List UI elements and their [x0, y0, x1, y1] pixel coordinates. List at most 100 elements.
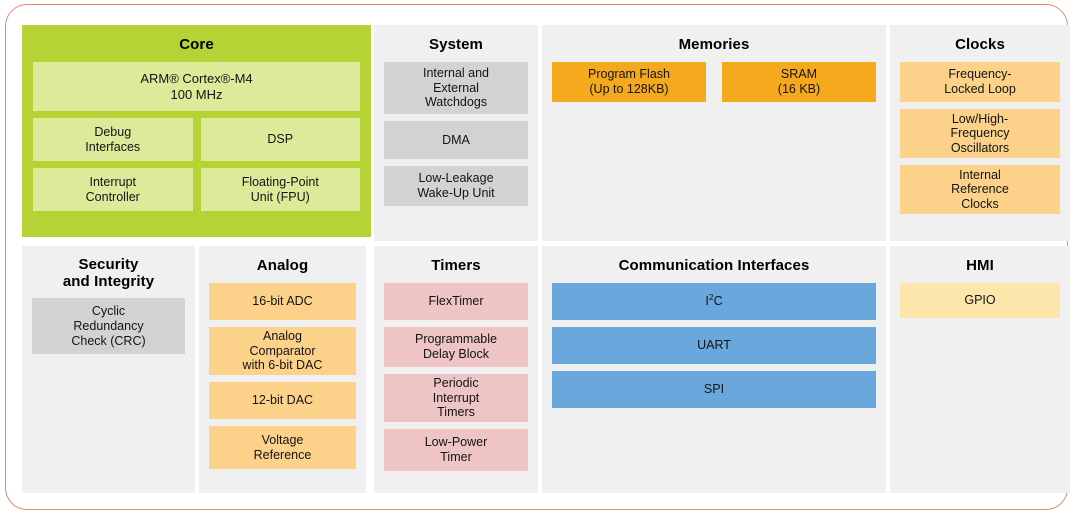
block-internal-reference-clocks[interactable]: Internal Reference Clocks [900, 165, 1060, 215]
block-cyclic-redundancy-check-line2: Redundancy [73, 318, 144, 333]
diagram-frame: Core ARM® Cortex®-M4 100 MHz Debug Inter… [5, 4, 1070, 510]
block-interrupt-controller-line1: Interrupt [89, 174, 137, 189]
block-frequency-locked-loop[interactable]: Frequency- Locked Loop [900, 62, 1060, 103]
block-arm-cortex-m4-line1: ARM® Cortex®-M4 [140, 71, 253, 87]
block-floating-point-unit-line1: Floating-Point [241, 174, 319, 189]
block-diagram-grid: Core ARM® Cortex®-M4 100 MHz Debug Inter… [22, 25, 1070, 493]
block-debug-interfaces[interactable]: Debug Interfaces [33, 118, 193, 162]
block-periodic-interrupt-timers-line1: Periodic [433, 376, 479, 391]
block-program-flash-line1: Program Flash [588, 67, 670, 82]
panel-security-title: Security and Integrity [22, 246, 195, 298]
panel-clocks-title: Clocks [955, 36, 1005, 53]
panel-hmi[interactable]: HMI GPIO [890, 246, 1070, 493]
block-cyclic-redundancy-check-line3: Check (CRC) [71, 333, 146, 348]
memories-row: Program Flash (Up to 128KB) SRAM (16 KB) [552, 62, 876, 103]
block-frequency-locked-loop-line1: Frequency- [948, 67, 1012, 82]
panel-timers-title: Timers [431, 257, 481, 274]
panel-hmi-body: GPIO [890, 283, 1070, 319]
block-floating-point-unit[interactable]: Floating-Point Unit (FPU) [200, 168, 360, 212]
block-low-leakage-wakeup-unit[interactable]: Low-Leakage Wake-Up Unit [384, 166, 528, 207]
block-oscillators-line2: Frequency [950, 126, 1010, 141]
block-debug-interfaces-line1: Debug [94, 124, 132, 139]
block-debug-interfaces-line2: Interfaces [85, 139, 141, 154]
panel-security-body: Cyclic Redundancy Check (CRC) [22, 298, 195, 355]
block-program-flash[interactable]: Program Flash (Up to 128KB) [552, 62, 706, 103]
panel-clocks[interactable]: Clocks Frequency- Locked Loop Low/High- … [890, 25, 1070, 241]
panel-timers[interactable]: Timers FlexTimer Programmable Delay Bloc… [374, 246, 538, 493]
panel-hmi-title: HMI [966, 257, 994, 274]
block-periodic-interrupt-timers[interactable]: Periodic Interrupt Timers [384, 374, 528, 423]
panel-clocks-body: Frequency- Locked Loop Low/High- Frequen… [890, 62, 1070, 215]
panel-core-body: ARM® Cortex®-M4 100 MHz Debug Interfaces… [22, 62, 371, 212]
block-oscillators-line1: Low/High- [951, 111, 1009, 126]
block-flextimer[interactable]: FlexTimer [384, 283, 528, 321]
core-row-1: Debug Interfaces DSP [33, 118, 360, 162]
block-dma[interactable]: DMA [384, 121, 528, 160]
panel-security-title-line2: and Integrity [62, 273, 155, 291]
block-voltage-reference-line2: Reference [253, 447, 312, 462]
block-internal-reference-clocks-line1: Internal [959, 167, 1001, 182]
block-low-power-timer-line1: Low-Power [424, 435, 488, 450]
panel-communication-interfaces-title: Communication Interfaces [618, 257, 810, 274]
panel-communication-interfaces[interactable]: Communication Interfaces I2C UART SPI [542, 246, 886, 493]
block-watchdogs[interactable]: Internal and External Watchdogs [384, 62, 528, 115]
block-frequency-locked-loop-line2: Locked Loop [944, 82, 1016, 97]
block-voltage-reference-line1: Voltage [261, 432, 304, 447]
panel-core[interactable]: Core ARM® Cortex®-M4 100 MHz Debug Inter… [22, 25, 371, 237]
block-cyclic-redundancy-check-line1: Cyclic [91, 304, 126, 319]
block-flextimer-label: FlexTimer [428, 294, 484, 309]
panel-analog-body: 16-bit ADC Analog Comparator with 6-bit … [199, 283, 366, 470]
block-programmable-delay-block-line1: Programmable [415, 332, 497, 347]
block-voltage-reference[interactable]: Voltage Reference [209, 426, 356, 470]
block-gpio[interactable]: GPIO [900, 283, 1060, 319]
block-arm-cortex-m4[interactable]: ARM® Cortex®-M4 100 MHz [33, 62, 360, 112]
panel-analog[interactable]: Analog 16-bit ADC Analog Comparator with… [199, 246, 366, 493]
panel-memories[interactable]: Memories Program Flash (Up to 128KB) SRA… [542, 25, 886, 241]
block-uart[interactable]: UART [552, 327, 876, 365]
block-interrupt-controller[interactable]: Interrupt Controller [33, 168, 193, 212]
block-low-power-timer[interactable]: Low-Power Timer [384, 429, 528, 472]
block-periodic-interrupt-timers-line3: Timers [437, 405, 475, 420]
block-oscillators[interactable]: Low/High- Frequency Oscillators [900, 109, 1060, 159]
block-low-leakage-wakeup-unit-line2: Wake-Up Unit [417, 186, 495, 201]
panel-system[interactable]: System Internal and External Watchdogs D… [374, 25, 538, 241]
block-cyclic-redundancy-check[interactable]: Cyclic Redundancy Check (CRC) [32, 298, 185, 355]
block-12-bit-dac[interactable]: 12-bit DAC [209, 382, 356, 420]
panel-analog-title: Analog [256, 257, 309, 274]
block-dsp-label: DSP [267, 132, 294, 147]
panel-system-body: Internal and External Watchdogs DMA Low-… [374, 62, 538, 207]
block-sram-line2: (16 KB) [777, 82, 821, 97]
block-dsp[interactable]: DSP [200, 118, 360, 162]
block-sram-line1: SRAM [780, 67, 818, 82]
block-dma-label: DMA [442, 132, 470, 147]
block-analog-comparator[interactable]: Analog Comparator with 6-bit DAC [209, 327, 356, 376]
panel-system-title: System [429, 36, 483, 53]
block-programmable-delay-block[interactable]: Programmable Delay Block [384, 327, 528, 368]
block-i2c[interactable]: I2C [552, 283, 876, 321]
block-sram[interactable]: SRAM (16 KB) [722, 62, 876, 103]
panel-security-and-integrity[interactable]: Security and Integrity Cyclic Redundancy… [22, 246, 195, 493]
block-i2c-label: I2C [705, 292, 723, 309]
block-16-bit-adc[interactable]: 16-bit ADC [209, 283, 356, 321]
block-program-flash-line2: (Up to 128KB) [589, 82, 669, 97]
block-watchdogs-line1: Internal and [422, 66, 490, 81]
block-floating-point-unit-line2: Unit (FPU) [250, 189, 310, 204]
block-periodic-interrupt-timers-line2: Interrupt [432, 390, 480, 405]
panel-memories-title: Memories [678, 36, 750, 53]
block-internal-reference-clocks-line2: Reference [951, 182, 1009, 197]
panel-security-title-line1: Security [78, 256, 139, 273]
block-16-bit-adc-label: 16-bit ADC [252, 294, 313, 309]
block-spi-label: SPI [703, 382, 725, 397]
core-row-2: Interrupt Controller Floating-Point Unit… [33, 168, 360, 212]
block-analog-comparator-line3: with 6-bit DAC [242, 358, 323, 373]
panel-core-title: Core [179, 36, 214, 53]
panel-memories-body: Program Flash (Up to 128KB) SRAM (16 KB) [542, 62, 886, 103]
block-analog-comparator-line2: Comparator [249, 343, 316, 358]
block-spi[interactable]: SPI [552, 371, 876, 409]
block-watchdogs-line2: External [433, 80, 479, 95]
panel-communication-interfaces-body: I2C UART SPI [542, 283, 886, 409]
panel-timers-body: FlexTimer Programmable Delay Block Perio… [374, 283, 538, 472]
block-gpio-label: GPIO [964, 293, 996, 308]
block-12-bit-dac-label: 12-bit DAC [251, 393, 314, 408]
block-low-power-timer-line2: Timer [440, 450, 472, 465]
